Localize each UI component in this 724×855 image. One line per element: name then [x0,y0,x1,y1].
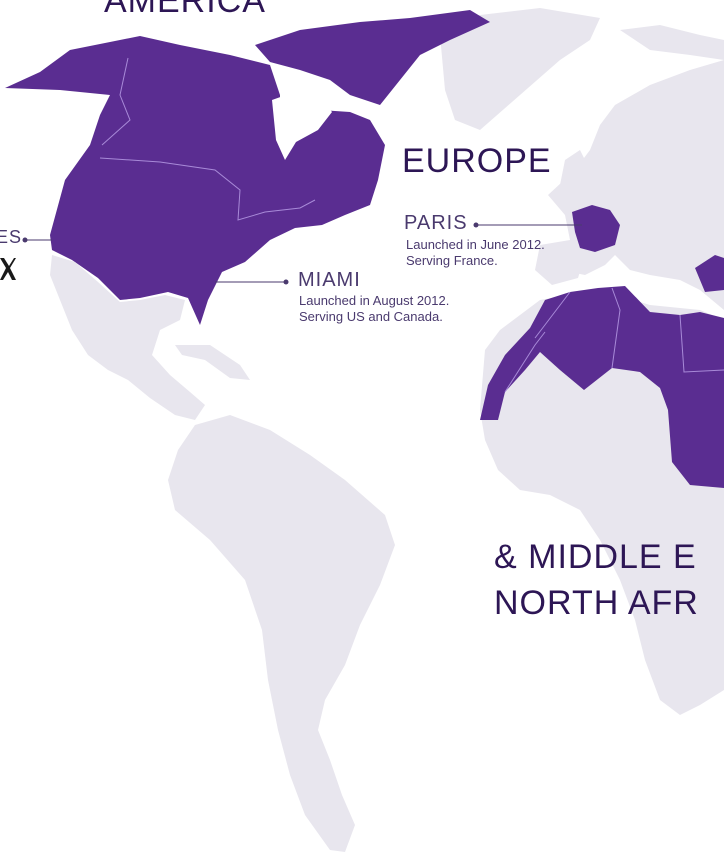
south-america [168,415,395,852]
paris-launch-note: Launched in June 2012. [406,237,545,252]
canada-islands [255,10,490,105]
city-label-paris: PARIS [404,212,468,234]
miami-dot [283,279,289,285]
miami-launch-note: Launched in August 2012. [299,293,450,308]
north-africa-borders [504,287,724,393]
region-label-europe: EUROPE [402,142,552,180]
city-label-partial-left: ES [0,227,23,247]
us-canada-border [99,157,316,221]
greenland [440,8,600,130]
x-logo-icon [0,258,16,280]
city-label-miami: MIAMI [298,269,361,291]
hudson-bay [272,90,332,160]
caribbean [175,345,250,380]
alaska-border [101,57,131,146]
es-dot [22,237,28,243]
mexico-central-america [50,255,205,420]
region-label-mena-line2: NORTH AFR [494,584,699,622]
france-highlight [572,205,620,252]
region-label-mena-line1: & MIDDLE E [494,538,697,576]
paris-serving-note: Serving France. [406,253,498,268]
british-isles [560,150,590,198]
north-america-highlight [5,36,385,325]
paris-dot [473,222,479,228]
miami-serving-note: Serving US and Canada. [299,309,443,324]
east-med-highlight [695,255,724,292]
arctic-islands [620,25,724,60]
iberia [535,240,585,285]
region-label-america: AMERICA [104,0,266,20]
